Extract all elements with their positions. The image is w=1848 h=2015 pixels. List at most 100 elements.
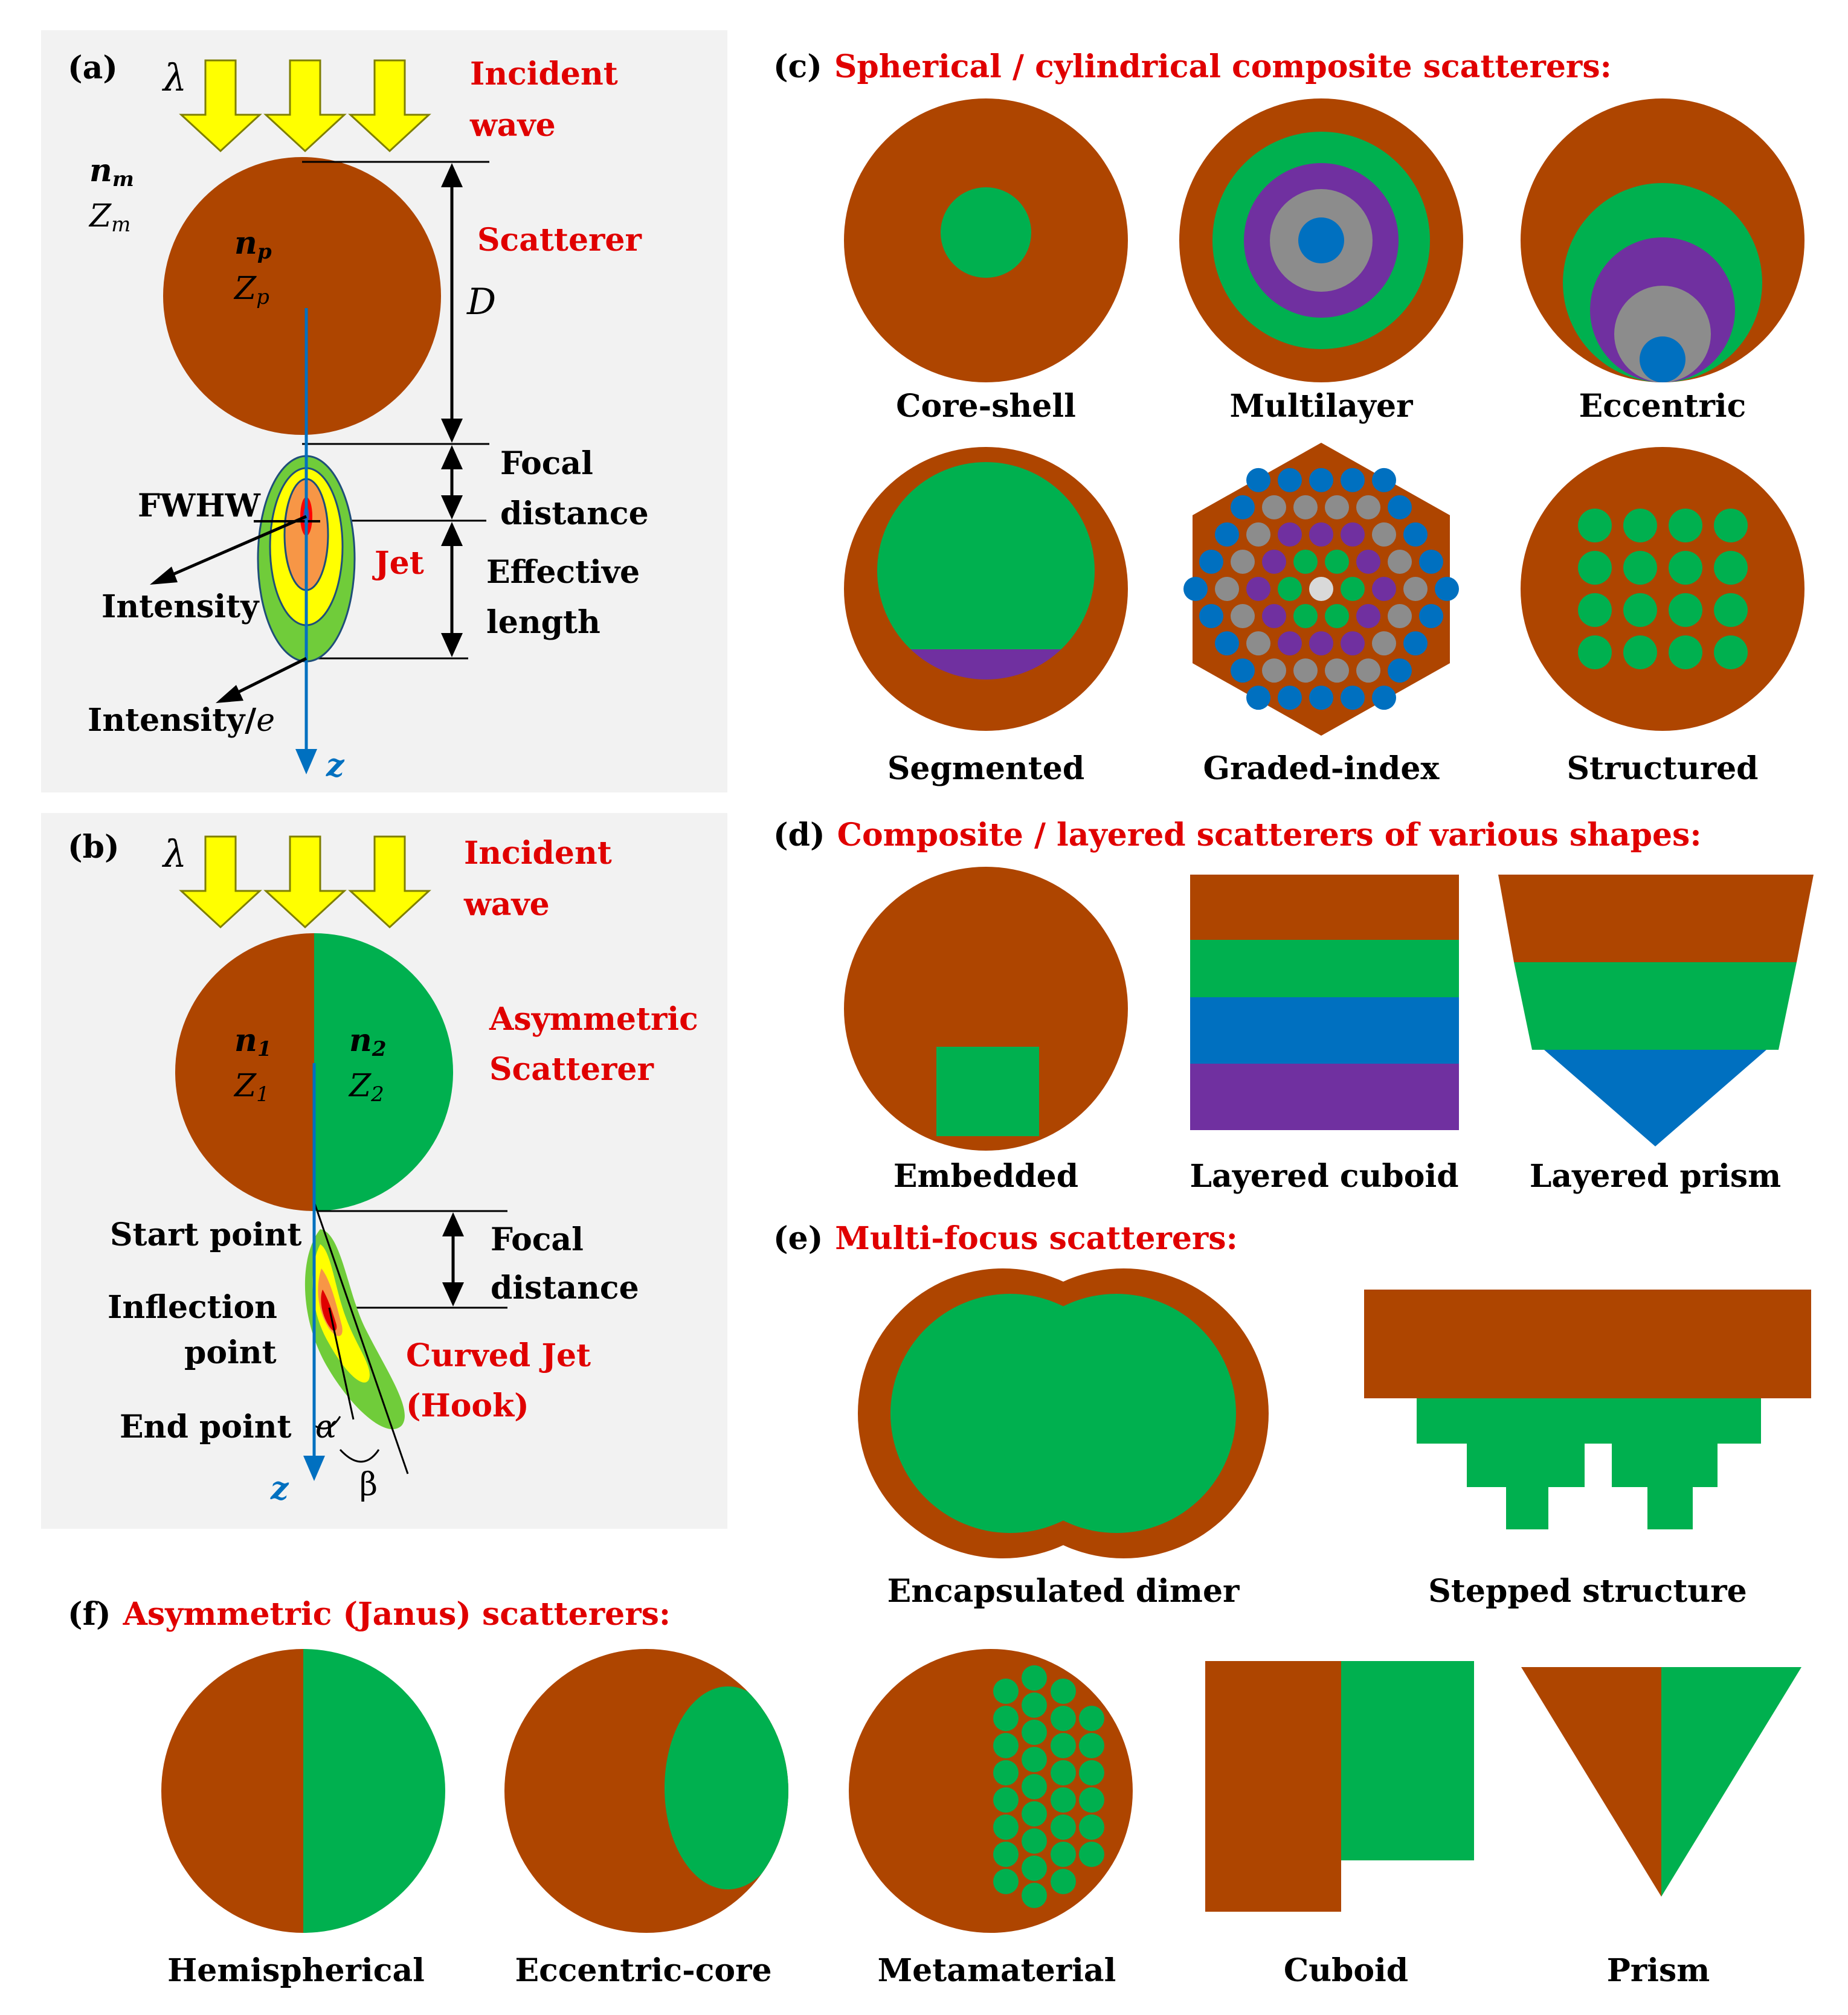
encapsulated-dimer	[858, 1268, 1269, 1558]
segmented-upper	[877, 462, 1095, 652]
eccentric-scatterer	[1521, 98, 1805, 382]
graded-index-rod	[1356, 604, 1380, 628]
n2-label: n2	[349, 1022, 386, 1061]
z-axis-label: z	[270, 1470, 289, 1507]
incident-label-1: Incident	[470, 56, 618, 92]
alpha-arc	[314, 1416, 341, 1430]
beta-line	[313, 1201, 409, 1474]
eccentric-core	[1640, 336, 1685, 382]
graded-index-rod	[1293, 495, 1318, 519]
arrow-down-icon	[263, 59, 347, 153]
segmented-label: Segmented	[887, 750, 1084, 787]
metamaterial-inclusion	[1051, 1679, 1076, 1704]
metamaterial-inclusion	[1022, 1828, 1047, 1854]
panel-f: (f)Asymmetric (Janus) scatterers: Hemisp…	[68, 1596, 1801, 1989]
intensity-e-label: Intensity/e	[88, 702, 275, 739]
graded-index-rod	[1341, 468, 1365, 492]
panel-d: (d)Composite / layered scatterers of var…	[773, 817, 1814, 1195]
janus-cuboid-left	[1205, 1661, 1341, 1912]
structured-inclusion	[1714, 635, 1748, 669]
fwhw-label: FWHW	[138, 487, 261, 524]
n1-label: n1	[234, 1022, 271, 1061]
structured-inclusion	[1669, 551, 1702, 585]
structured-inclusion	[1714, 509, 1748, 542]
curved-jet-inner	[318, 1268, 343, 1336]
hemispherical-label: Hemispherical	[167, 1952, 425, 1989]
structured-inclusion	[1714, 551, 1748, 585]
graded-index-rod	[1419, 550, 1443, 574]
curved-jet-label-1: Curved Jet	[406, 1337, 591, 1374]
graded-index-rod	[1403, 631, 1428, 656]
stepped-step-3-left	[1506, 1487, 1548, 1529]
janus-cuboid-right	[1341, 1661, 1474, 1860]
metamaterial-inclusion	[1022, 1801, 1047, 1827]
structured-inclusion	[1669, 509, 1702, 542]
panel-c-tag: (c)	[773, 48, 822, 85]
stepped-structure-label: Stepped structure	[1428, 1573, 1747, 1610]
segmented-scatterer	[844, 447, 1128, 731]
stepped-step-2-right	[1612, 1444, 1718, 1487]
arrow-down-icon	[263, 835, 347, 929]
dimer-core-right	[997, 1294, 1236, 1533]
layered-cuboid-layer-3	[1190, 997, 1459, 1064]
metamaterial-inclusion	[1051, 1869, 1076, 1894]
arrow-up-icon	[442, 1212, 464, 1236]
janus-right-half	[314, 933, 453, 1211]
z-axis-arrow-icon	[303, 1456, 325, 1481]
layered-cuboid-layer-2	[1190, 940, 1459, 997]
metamaterial-inclusion	[993, 1679, 1019, 1704]
panel-e-heading: (e)Multi-focus scatterers:	[773, 1220, 1238, 1257]
metamaterial-inclusion	[993, 1842, 1019, 1867]
graded-index-rod	[1278, 468, 1302, 492]
multilayer-core	[1298, 217, 1344, 263]
layered-cuboid-label: Layered cuboid	[1190, 1158, 1458, 1195]
arrow-up-icon	[441, 522, 463, 546]
arrow-up-icon	[441, 163, 463, 187]
graded-index-rod	[1246, 468, 1270, 492]
graded-index-rod	[1341, 686, 1365, 710]
graded-index-rod	[1199, 550, 1223, 574]
beta-arc	[339, 1448, 380, 1463]
metamaterial-inclusion	[1022, 1747, 1047, 1772]
graded-index-rod	[1403, 522, 1428, 547]
metamaterial-inclusion	[1022, 1856, 1047, 1881]
panel-e-tag: (e)	[773, 1220, 823, 1257]
metamaterial-inclusion	[993, 1814, 1019, 1840]
graded-index-rod	[1231, 495, 1255, 519]
arrow-down-icon	[441, 495, 463, 519]
graded-index-rod	[1215, 631, 1239, 656]
effective-label-2: length	[486, 604, 600, 641]
arrow-down-icon	[442, 1282, 464, 1306]
structured-inclusion	[1623, 635, 1657, 669]
layered-prism-layer-2	[1514, 962, 1797, 1050]
panel-e: (e)Multi-focus scatterers: Encapsulated …	[773, 1220, 1811, 1610]
metamaterial-inclusion	[1051, 1733, 1076, 1758]
arrow-down-icon	[348, 59, 431, 153]
structured-label: Structured	[1566, 750, 1758, 787]
graded-index-rod	[1183, 577, 1208, 601]
graded-index-rod	[1341, 522, 1365, 547]
metamaterial-inclusion	[993, 1787, 1019, 1813]
zp-label: Zp	[233, 271, 269, 309]
graded-index-rod	[1341, 631, 1365, 656]
graded-index-rod	[1293, 604, 1318, 628]
cuboid-label: Cuboid	[1284, 1952, 1408, 1989]
z1-label: Z1	[233, 1068, 269, 1107]
embedded-matrix	[844, 867, 1128, 1151]
incident-arrows	[179, 59, 431, 153]
layered-prism-tip	[1544, 1050, 1766, 1146]
structured-inclusion	[1578, 635, 1612, 669]
graded-index-rod	[1231, 550, 1255, 574]
np-label: np	[234, 225, 272, 264]
asym-label-2: Scatterer	[489, 1051, 654, 1088]
graded-index-rod	[1388, 658, 1412, 683]
z-axis-arrow-icon	[295, 749, 317, 774]
graded-index-rod	[1435, 577, 1459, 601]
layered-cuboid-layer-1	[1190, 875, 1459, 940]
intensity-label: Intensity	[101, 588, 260, 625]
panel-f-title: Asymmetric (Janus) scatterers:	[123, 1596, 671, 1633]
metamaterial-inclusion	[1022, 1665, 1047, 1691]
metamaterial-label: Metamaterial	[878, 1952, 1116, 1989]
graded-index-rod	[1262, 604, 1286, 628]
incident-arrows	[179, 835, 431, 929]
